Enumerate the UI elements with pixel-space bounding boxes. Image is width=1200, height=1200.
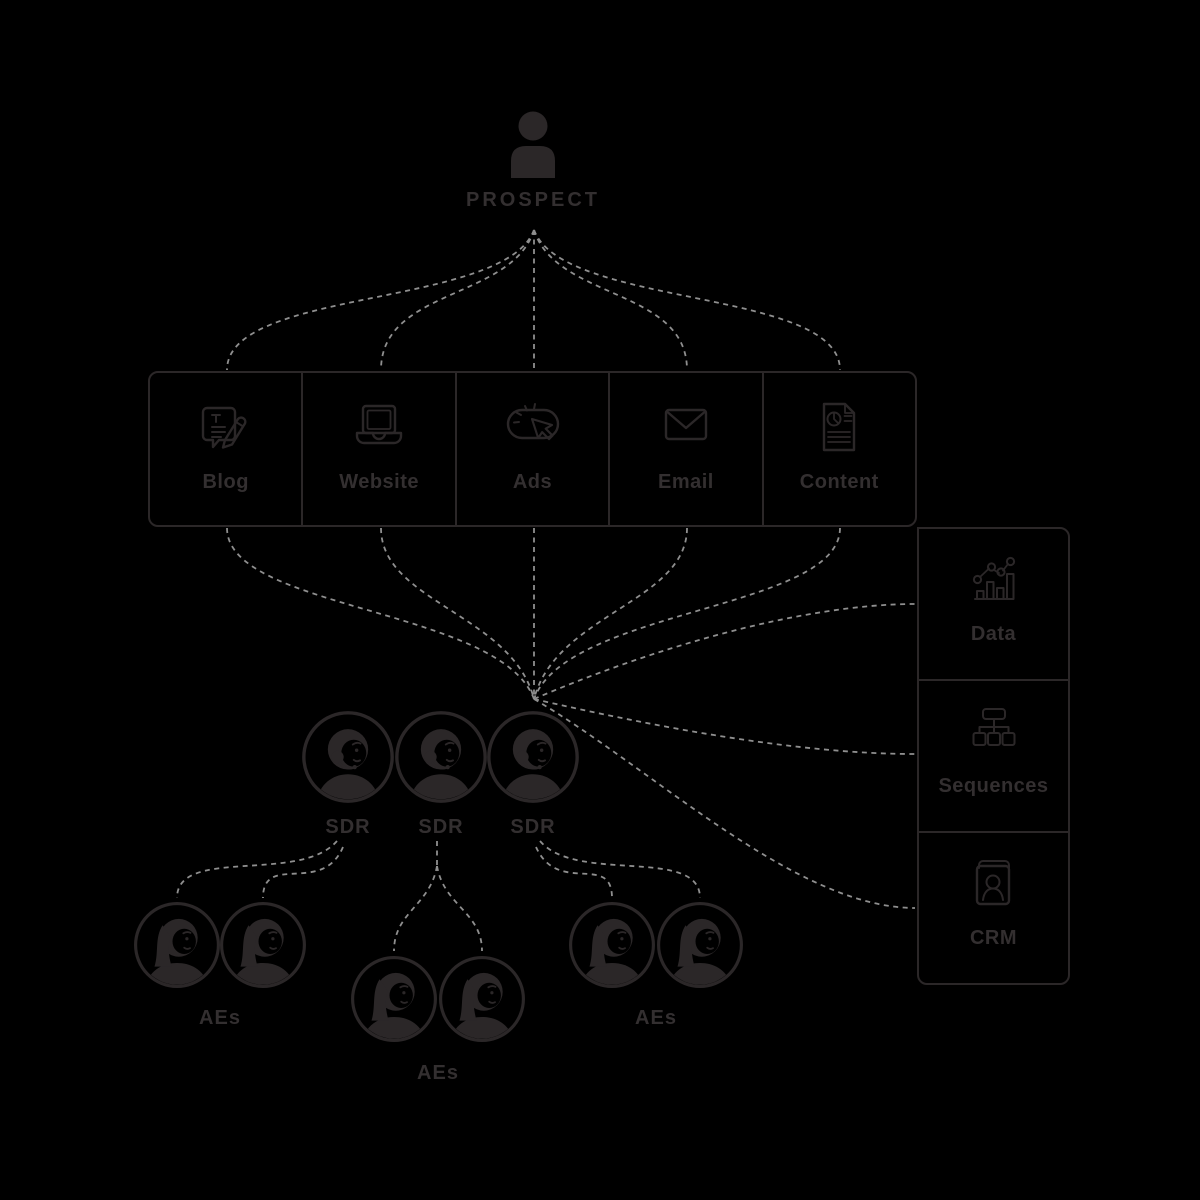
contact-book-icon — [975, 860, 1010, 906]
connector-prospect-blog — [226, 229, 535, 371]
org-tree-icon — [972, 708, 1015, 746]
bar-line-chart-icon — [972, 556, 1015, 600]
envelope-icon — [664, 408, 708, 441]
connector-sdr-crm — [533, 698, 916, 909]
channel-label: Ads — [512, 471, 553, 493]
sdr-label: SDR — [418, 816, 464, 838]
connector-website-sdr — [380, 527, 535, 700]
sdr-label: SDR — [325, 816, 371, 838]
ae-avatar — [132, 900, 222, 990]
ae-avatar — [437, 954, 527, 1044]
connector-prospect-website — [380, 229, 535, 371]
channel-label: Content — [799, 471, 879, 493]
channel-website: Website — [301, 373, 454, 525]
connector-sdr1-ae2 — [262, 846, 344, 899]
cursor-click-pill-icon — [506, 403, 559, 441]
sdr-avatar — [300, 709, 396, 805]
ae-group-label: AEs — [199, 1007, 241, 1029]
tool-data: Data — [919, 529, 1068, 679]
tool-sequences: Sequences — [919, 679, 1068, 831]
connector-content-sdr — [533, 527, 841, 700]
connector-sdr-data — [533, 603, 916, 700]
ae-group-label: AEs — [635, 1007, 677, 1029]
tool-label: Sequences — [938, 775, 1049, 797]
document-piechart-icon — [823, 402, 856, 452]
connector-prospect-email — [533, 229, 688, 371]
channel-ads: Ads — [454, 373, 608, 525]
tool-label: Data — [970, 623, 1017, 645]
tool-crm: CRM — [919, 831, 1068, 983]
connector-prospect-content — [533, 229, 841, 371]
connector-blog-sdr — [226, 527, 535, 700]
ae-avatar — [567, 900, 657, 990]
prospect-icon — [511, 111, 555, 178]
connector-sdr3-ae1 — [535, 846, 613, 899]
connector-sdr2-ae1 — [393, 865, 438, 952]
connector-email-sdr — [533, 527, 688, 700]
blog-note-pencil-icon — [201, 406, 247, 449]
prospect-label: PROSPECT — [465, 189, 601, 211]
sdr-label: SDR — [510, 816, 556, 838]
channel-blog: Blog — [150, 373, 301, 525]
laptop-icon — [355, 404, 403, 445]
ae-avatar — [655, 900, 745, 990]
channels-row: Blog Website Ads — [148, 371, 917, 527]
connector-sdr-sequences — [533, 698, 916, 755]
channel-content: Content — [761, 373, 915, 525]
channel-label: Email — [657, 471, 714, 493]
ae-group-label: AEs — [417, 1062, 459, 1084]
connector-sdr3-ae2 — [539, 840, 701, 899]
connector-sdr1-ae1 — [176, 840, 338, 899]
tools-column: Data Sequences CRM — [917, 527, 1070, 985]
sdr-avatar — [393, 709, 489, 805]
channel-label: Blog — [202, 471, 249, 493]
connector-sdr2-ae2 — [436, 865, 483, 952]
channel-email: Email — [608, 373, 761, 525]
sdr-avatar — [485, 709, 581, 805]
tool-label: CRM — [969, 927, 1018, 949]
ae-avatar — [218, 900, 308, 990]
channel-label: Website — [339, 471, 420, 493]
ae-avatar — [349, 954, 439, 1044]
